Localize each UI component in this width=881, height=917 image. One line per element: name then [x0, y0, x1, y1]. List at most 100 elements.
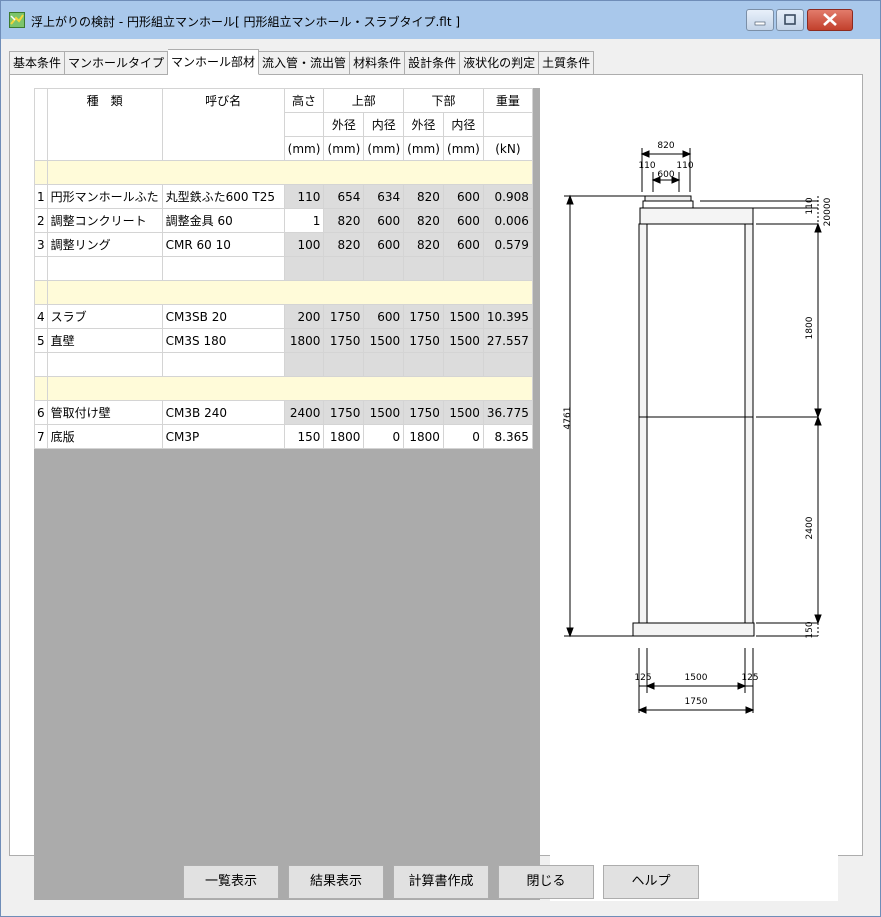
result-view-button[interactable]: 結果表示 [288, 865, 384, 899]
cell-name[interactable]: CM3SB 20 [161, 304, 285, 329]
table-row[interactable]: 4 スラブ CM3SB 20 200 1750 600 1750 1500 10… [34, 304, 533, 329]
cell-type[interactable]: 調整リング [46, 232, 163, 257]
cell-type[interactable]: 円形マンホールふた [46, 184, 163, 209]
cell-height[interactable]: 2400 [283, 400, 325, 425]
cell-upper-outer[interactable]: 820 [323, 232, 365, 257]
arrow [671, 176, 681, 184]
tab-soil[interactable]: 土質条件 [539, 51, 595, 75]
cell-name[interactable]: 丸型鉄ふた600 T25 [161, 184, 285, 209]
cell-lower-outer[interactable]: 1750 [403, 304, 444, 329]
cell-upper-inner[interactable]: 634 [363, 184, 405, 209]
section-row[interactable] [34, 280, 533, 305]
cell-lower-inner[interactable]: 600 [442, 184, 484, 209]
help-button[interactable]: ヘルプ [603, 865, 699, 899]
cell-name[interactable]: CMR 60 10 [161, 232, 285, 257]
table-row[interactable]: 7 底版 CM3P 150 1800 0 1800 0 8.365 [34, 424, 533, 449]
cell-lower-inner[interactable]: 600 [442, 208, 484, 233]
tab-manhole-type[interactable]: マンホールタイプ [65, 51, 169, 75]
cell-upper-inner[interactable]: 600 [363, 304, 405, 329]
unit-mm: (mm) [363, 136, 405, 161]
cell-weight[interactable]: 8.365 [482, 424, 533, 449]
lower-outer-header: 外径 [403, 112, 444, 137]
cell-upper-inner[interactable]: 600 [363, 208, 405, 233]
dim-outer-width: 1750 [685, 697, 708, 707]
dim-cover: 110 [805, 197, 815, 214]
tab-basic-conditions[interactable]: 基本条件 [9, 51, 66, 75]
cell-weight[interactable]: 10.395 [482, 304, 533, 329]
table-row[interactable]: 2 調整コンクリート 調整金具 60 1 820 600 820 600 0.0… [34, 208, 533, 233]
cell-type[interactable]: 管取付け壁 [46, 400, 163, 425]
cell-lower-outer[interactable]: 1750 [403, 400, 444, 425]
maximize-button[interactable] [776, 9, 804, 31]
cell-height[interactable]: 200 [283, 304, 325, 329]
cell-type[interactable]: 調整コンクリート [46, 208, 163, 233]
cell-upper-inner[interactable]: 1500 [363, 328, 405, 353]
cell-lower-inner[interactable]: 600 [442, 232, 484, 257]
arrow [814, 408, 822, 419]
dim-top-inner: 600 [657, 170, 674, 180]
dim-wall-right: 125 [741, 673, 758, 683]
cell-type[interactable]: スラブ [46, 304, 163, 329]
cell-name[interactable]: CM3B 240 [161, 400, 285, 425]
tab-pipes[interactable]: 流入管・流出管 [259, 51, 351, 75]
empty-row[interactable] [34, 352, 533, 377]
header-row-3: (mm) (mm) (mm) (mm) (mm) (kN) [35, 136, 533, 161]
cell-height[interactable]: 1800 [283, 328, 325, 353]
row-number: 3 [34, 232, 48, 257]
cell-lower-inner[interactable]: 1500 [442, 304, 484, 329]
cell-lower-outer[interactable]: 820 [403, 232, 444, 257]
create-report-button[interactable]: 計算書作成 [393, 865, 489, 899]
cell-upper-inner[interactable]: 0 [363, 424, 405, 449]
empty-row[interactable] [34, 256, 533, 281]
cell-lower-outer[interactable]: 1800 [403, 424, 444, 449]
minimize-icon [754, 21, 766, 26]
cell-upper-outer[interactable]: 654 [323, 184, 365, 209]
section-row[interactable] [34, 160, 533, 185]
dim-top-left: 110 [638, 161, 655, 171]
close-window-button[interactable] [807, 9, 853, 31]
cell-lower-outer[interactable]: 820 [403, 208, 444, 233]
cell-lower-inner[interactable]: 0 [442, 424, 484, 449]
title-bar[interactable]: 浮上がりの検討 - 円形組立マンホール[ 円形組立マンホール・スラブタイプ.fl… [1, 1, 880, 39]
cell-weight[interactable]: 36.775 [482, 400, 533, 425]
table-row[interactable]: 6 管取付け壁 CM3B 240 2400 1750 1500 1750 150… [34, 400, 533, 425]
cell-upper-outer[interactable]: 820 [323, 208, 365, 233]
tab-liquefaction[interactable]: 液状化の判定 [460, 51, 540, 75]
close-button[interactable]: 閉じる [498, 865, 594, 899]
tab-design[interactable]: 設計条件 [405, 51, 461, 75]
cell-upper-outer[interactable]: 1750 [323, 328, 365, 353]
list-view-button[interactable]: 一覧表示 [183, 865, 279, 899]
members-grid[interactable]: 種 類 呼び名 高さ 上部 下部 重量 外径 内径 外径 内径 (mm) (mm… [34, 88, 533, 449]
cell-lower-inner[interactable]: 1500 [442, 328, 484, 353]
cell-type[interactable]: 底版 [46, 424, 163, 449]
cell-upper-outer[interactable]: 1800 [323, 424, 365, 449]
cell-name[interactable]: 調整金具 60 [161, 208, 285, 233]
table-row[interactable]: 5 直壁 CM3S 180 1800 1750 1500 1750 1500 2… [34, 328, 533, 353]
cell-lower-outer[interactable]: 820 [403, 184, 444, 209]
tab-material[interactable]: 材料条件 [350, 51, 406, 75]
empty-header [482, 112, 533, 137]
cell-height[interactable]: 110 [283, 184, 325, 209]
cell-lower-inner[interactable]: 1500 [442, 400, 484, 425]
cell-name[interactable]: CM3P [161, 424, 285, 449]
table-row[interactable]: 3 調整リング CMR 60 10 100 820 600 820 600 0.… [34, 232, 533, 257]
cell-upper-outer[interactable]: 1750 [323, 304, 365, 329]
cell-upper-inner[interactable]: 600 [363, 232, 405, 257]
cell-weight[interactable]: 0.579 [482, 232, 533, 257]
arrow [645, 682, 655, 690]
cell-height[interactable]: 150 [283, 424, 325, 449]
minimize-button[interactable] [746, 9, 774, 31]
cell-height[interactable]: 100 [283, 232, 325, 257]
cell-lower-outer[interactable]: 1750 [403, 328, 444, 353]
cell-height[interactable]: 1 [283, 208, 325, 233]
cell-name[interactable]: CM3S 180 [161, 328, 285, 353]
cell-upper-outer[interactable]: 1750 [323, 400, 365, 425]
table-row[interactable]: 1 円形マンホールふた 丸型鉄ふた600 T25 110 654 634 820… [34, 184, 533, 209]
section-row[interactable] [34, 376, 533, 401]
cell-type[interactable]: 直壁 [46, 328, 163, 353]
tab-manhole-members[interactable]: マンホール部材 [168, 49, 260, 75]
cell-weight[interactable]: 0.908 [482, 184, 533, 209]
cell-weight[interactable]: 27.557 [482, 328, 533, 353]
cell-upper-inner[interactable]: 1500 [363, 400, 405, 425]
cell-weight[interactable]: 0.006 [482, 208, 533, 233]
